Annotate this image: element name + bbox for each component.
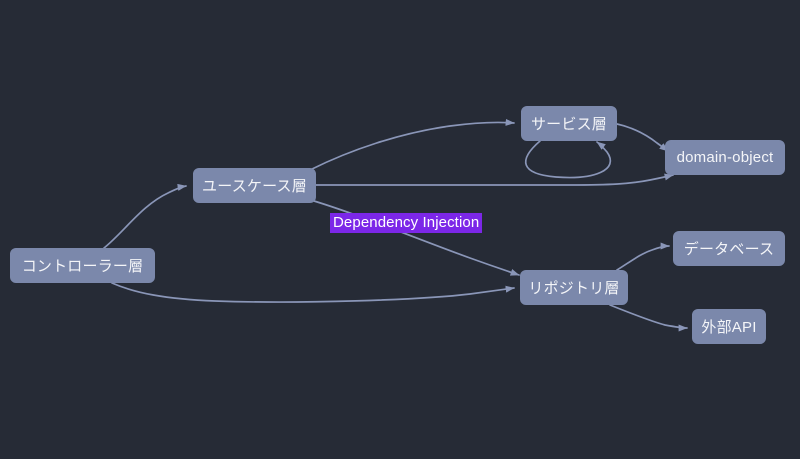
edge-usecase-to-domain <box>315 173 674 186</box>
edge-service-self-loop <box>524 140 612 179</box>
node-database[interactable]: データベース <box>673 231 785 266</box>
node-label: リポジトリ層 <box>528 280 620 297</box>
node-controller-layer[interactable]: コントローラー層 <box>10 248 155 283</box>
edge-repository-to-database <box>616 242 670 271</box>
node-label: ユースケース層 <box>202 178 307 195</box>
edge-usecase-to-service <box>309 118 515 171</box>
node-repository-layer[interactable]: リポジトリ層 <box>520 270 628 305</box>
edge-repository-to-externalapi <box>609 304 688 332</box>
node-external-api[interactable]: 外部API <box>692 309 766 344</box>
node-label: コントローラー層 <box>21 258 144 275</box>
edge-controller-to-repository <box>111 282 515 303</box>
node-label: サービス層 <box>530 116 607 133</box>
node-usecase-layer[interactable]: ユースケース層 <box>193 168 316 203</box>
node-service-layer[interactable]: サービス層 <box>521 106 617 141</box>
node-label: データベース <box>683 241 775 258</box>
edge-controller-to-usecase <box>103 183 187 249</box>
node-domain-object[interactable]: domain-object <box>665 140 785 175</box>
edge-usecase-to-repository-di <box>313 200 520 276</box>
node-label: domain-object <box>676 149 774 166</box>
edge-label-dependency-injection: Dependency Injection <box>330 213 483 233</box>
node-label: 外部API <box>701 319 757 336</box>
edge-service-to-domain <box>616 123 669 152</box>
